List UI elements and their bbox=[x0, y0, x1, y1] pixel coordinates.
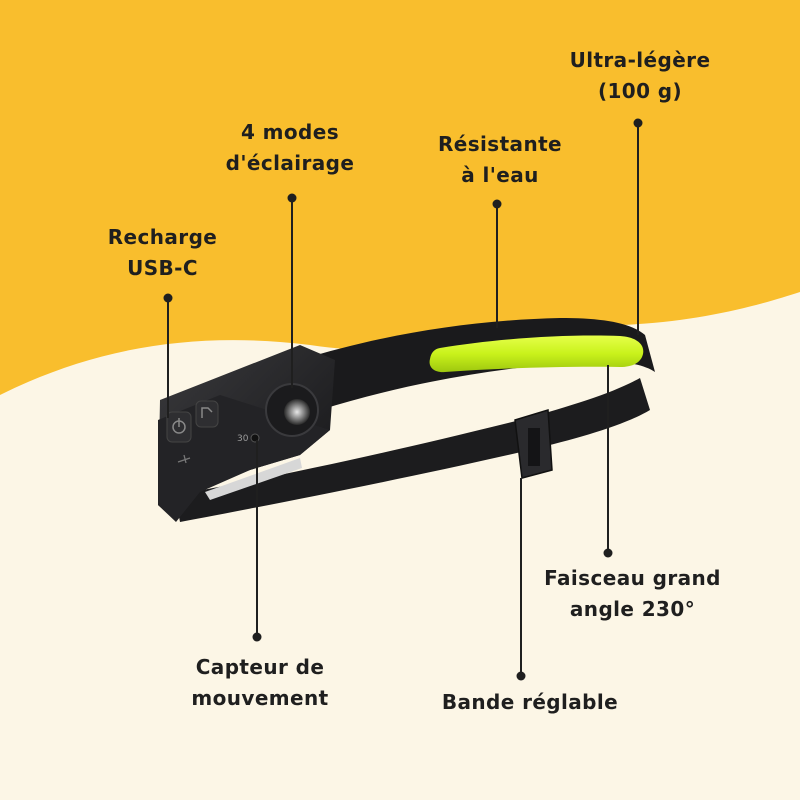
label-capteur: Capteur de mouvement bbox=[160, 652, 360, 714]
label-line: (100 g) bbox=[597, 79, 683, 103]
cob-light bbox=[205, 458, 302, 500]
sensor-button-icon bbox=[195, 400, 219, 428]
label-line: USB-C bbox=[127, 256, 198, 280]
label-line: d'éclairage bbox=[225, 151, 355, 175]
label-line: angle 230° bbox=[569, 597, 696, 621]
label-line: Capteur de bbox=[195, 655, 325, 679]
leader-lines bbox=[167, 123, 639, 676]
label-line: Ultra-légère bbox=[569, 48, 711, 72]
buckle-slot bbox=[528, 428, 540, 466]
label-line: Bande réglable bbox=[441, 690, 619, 714]
sensor-mark: 30 bbox=[237, 434, 249, 444]
label-line: Résistante bbox=[437, 132, 563, 156]
label-faisceau: Faisceau grand angle 230° bbox=[520, 563, 745, 625]
label-line: Faisceau grand bbox=[544, 566, 721, 590]
usb-icon bbox=[177, 454, 191, 464]
label-recharge: Recharge USB-C bbox=[80, 222, 245, 284]
label-ultra-legere: Ultra-légère (100 g) bbox=[540, 45, 740, 107]
leader-dots bbox=[163, 118, 643, 681]
headband-back bbox=[175, 378, 650, 522]
label-modes: 4 modes d'éclairage bbox=[200, 117, 380, 179]
label-line: à l'eau bbox=[461, 163, 539, 187]
label-bande: Bande réglable bbox=[415, 687, 645, 718]
label-line: 4 modes bbox=[240, 120, 340, 144]
label-line: Recharge bbox=[107, 225, 218, 249]
label-line: mouvement bbox=[191, 686, 329, 710]
label-resistante: Résistante à l'eau bbox=[410, 129, 590, 191]
led-strip bbox=[429, 335, 644, 373]
spotlight-lens-icon bbox=[284, 399, 310, 425]
